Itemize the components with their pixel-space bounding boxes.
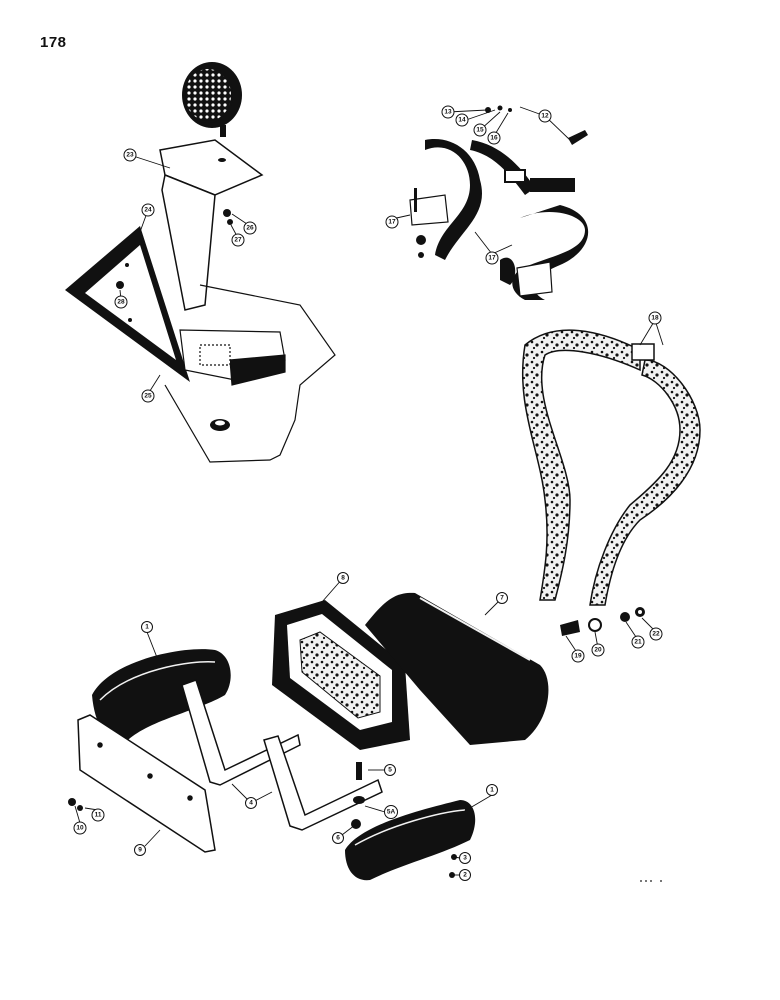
callout-7: 7 [496,592,508,604]
armrest-brackets [181,679,383,831]
seat-belt-anchor-plates [409,194,553,297]
callout-label: 8 [341,575,345,582]
callout-label: 13 [444,109,452,116]
callout-label: 1 [145,624,149,631]
callout-label: 27 [234,237,242,244]
callout-6: 6 [332,832,344,844]
callout-23: 23 [123,148,137,162]
seat-belt-webbing [521,329,701,606]
mounting-grommet [210,419,230,431]
bracket-hardware [116,209,233,289]
callout-label: 6 [336,835,340,842]
scan-marks [640,880,662,882]
callout-28: 28 [114,295,128,309]
callout-15: 15 [473,123,487,137]
callout-25: 25 [141,389,155,403]
smv-emblem [65,226,190,382]
callout-label: 1 [490,787,494,794]
leader-lines [74,106,664,876]
callout-label: 5 [388,767,392,774]
callout-4: 4 [245,797,257,809]
callout-label: 26 [246,225,254,232]
seat-belt-assembly [425,139,589,300]
callout-label: 10 [76,825,84,832]
callout-label: 18 [651,315,659,322]
callout-label: 22 [652,631,660,638]
armrest-right [345,800,476,881]
callout-label: 11 [95,812,102,819]
buckle-hardware [560,607,645,636]
work-lamp [182,62,242,137]
callout-19: 19 [571,649,585,663]
callout-label: 14 [458,117,466,124]
callout-label: 28 [117,299,125,306]
armrest-left [92,649,231,741]
callout-8: 8 [337,572,349,584]
callout-label: 2 [463,872,467,879]
callout-label: 9 [138,847,142,854]
callout-14: 14 [455,113,469,127]
callout-label: 5A [387,809,396,816]
callout-24: 24 [141,203,155,217]
callout-2: 2 [459,869,471,881]
seat-belt-hardware [414,105,588,258]
callout-22: 22 [649,627,663,641]
callout-label: 23 [126,152,134,159]
callout-26: 26 [243,221,257,235]
callout-label: 3 [463,855,467,862]
lamp-bracket [159,139,264,311]
seat-cushion [365,592,549,745]
callout-label: 17 [488,255,496,262]
fender-plate [164,284,336,463]
callout-17b: 17 [485,251,499,265]
callout-1a: 1 [141,621,153,633]
callout-label: 17 [388,219,396,226]
callout-18: 18 [648,311,662,325]
callout-9: 9 [134,844,146,856]
callout-10: 10 [73,821,87,835]
callout-11: 11 [91,808,105,822]
callout-5a: 5A [384,805,398,819]
callout-label: 15 [476,127,484,134]
callout-label: 21 [634,639,642,646]
callout-5: 5 [384,764,396,776]
callout-group: 1 1 2 3 4 5 5A 6 7 8 9 10 11 12 13 14 15… [73,105,663,881]
callout-label: 25 [144,393,152,400]
callout-16: 16 [487,131,501,145]
callout-label: 7 [500,595,504,602]
callout-13: 13 [441,105,455,119]
callout-label: 4 [249,800,253,807]
callout-label: 24 [144,207,152,214]
side-panel [77,714,216,853]
callout-20: 20 [591,643,605,657]
page-number: 178 [40,34,67,51]
callout-17a: 17 [385,215,399,229]
callout-1b: 1 [486,784,498,796]
callout-label: 16 [490,135,498,142]
callout-21: 21 [631,635,645,649]
callout-label: 12 [541,113,549,120]
back-cushion [272,600,410,750]
callout-27: 27 [231,233,245,247]
callout-label: 19 [574,653,582,660]
callout-label: 20 [594,647,602,654]
callout-12: 12 [538,109,552,123]
callout-3: 3 [459,852,471,864]
